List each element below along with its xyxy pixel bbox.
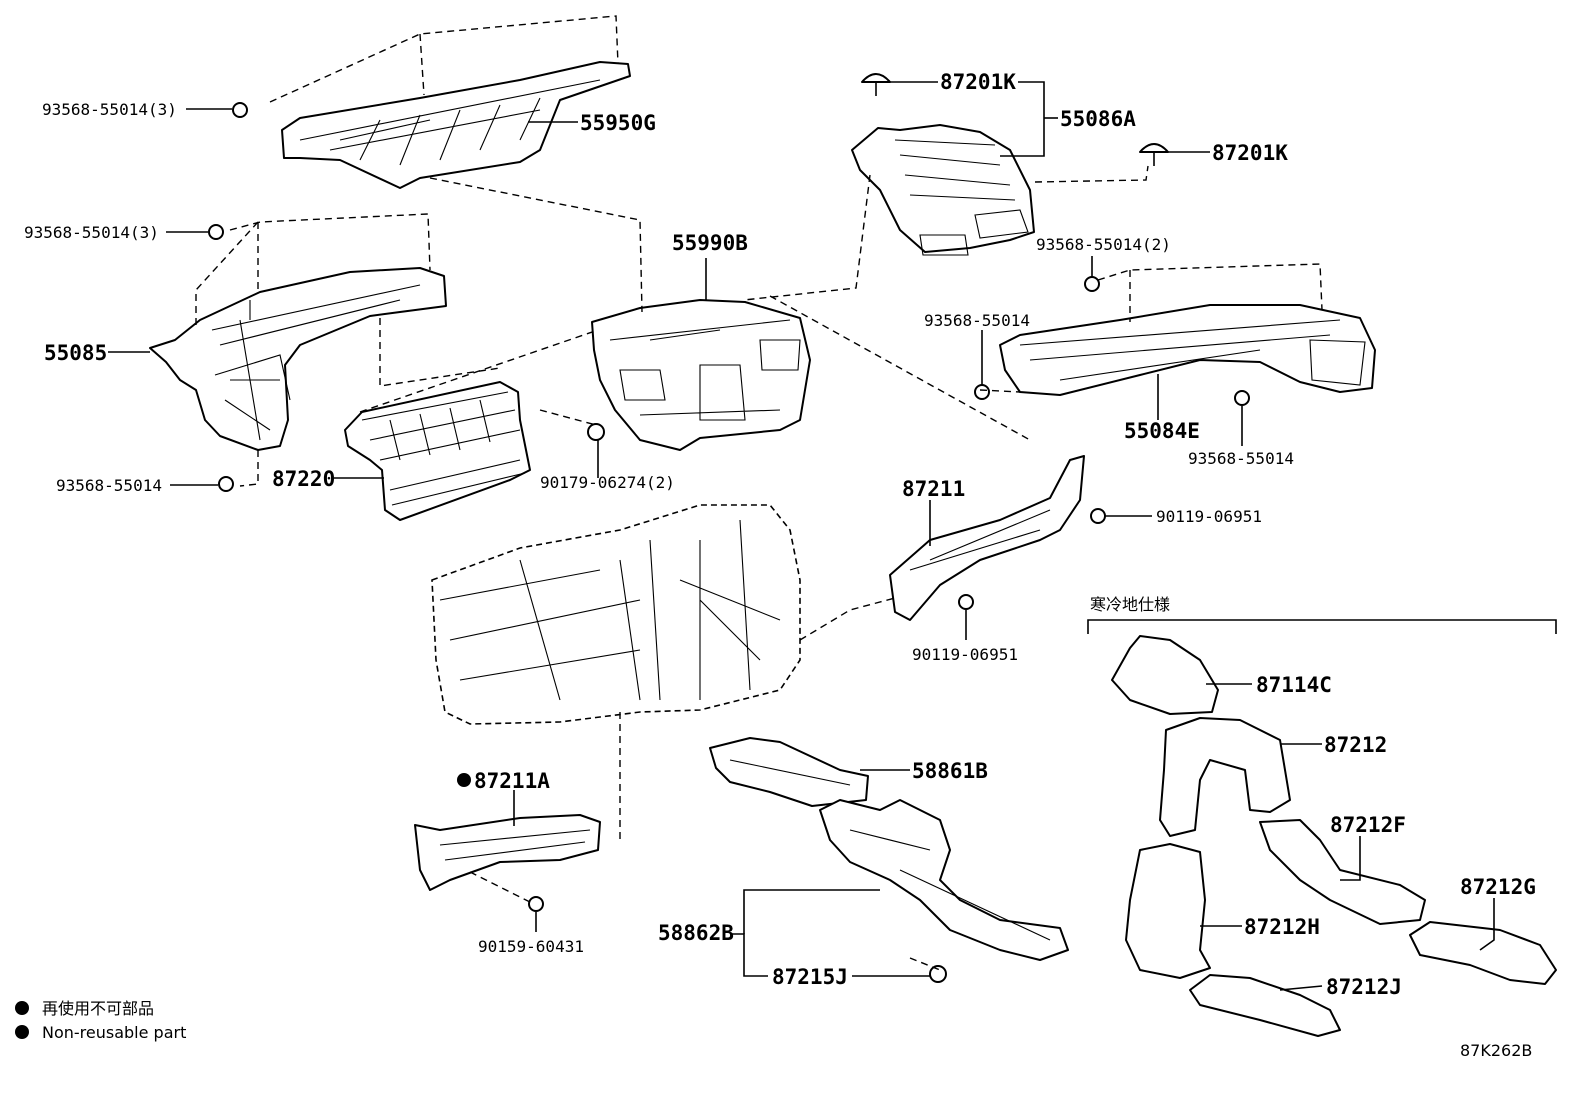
label-90119-06951-b: 90119-06951 (912, 645, 1018, 664)
assembly-lines (195, 15, 1323, 971)
label-93568-55014-3b: 93568-55014(3) (24, 223, 159, 242)
label-87220: 87220 (272, 467, 335, 491)
legend-dot-icon-en (15, 1025, 29, 1039)
label-87211: 87211 (902, 477, 965, 501)
part-58861B-shape (709, 737, 869, 807)
label-87215J: 87215J (772, 965, 848, 989)
legend-jp: 再使用不可部品 (42, 999, 154, 1018)
label-87212F: 87212F (1330, 813, 1406, 837)
label-93568-55014-a: 93568-55014 (56, 476, 162, 495)
part-87212J-shape (1189, 974, 1341, 1037)
part-58862B-shape (819, 799, 1069, 961)
label-87212J: 87212J (1326, 975, 1402, 999)
label-87212H: 87212H (1244, 915, 1320, 939)
label-55950G: 55950G (580, 111, 656, 135)
part-55086A-shape (851, 124, 1035, 256)
label-87212: 87212 (1324, 733, 1387, 757)
label-58861B: 58861B (912, 759, 988, 783)
part-87212F-shape (1259, 819, 1426, 925)
part-87114C-shape (1111, 635, 1219, 715)
part-55084E-shape (999, 304, 1376, 396)
label-90179-06274-2: 90179-06274(2) (540, 473, 675, 492)
leader-lines (108, 81, 1557, 991)
part-87212G-shape (1409, 921, 1557, 985)
part-87211-shape (889, 455, 1085, 621)
label-87201K-a: 87201K (940, 70, 1016, 94)
label-55990B: 55990B (672, 231, 748, 255)
label-58862B: 58862B (658, 921, 734, 945)
diagram-code: 87K262B (1460, 1041, 1532, 1060)
label-cold-spec: 寒冷地仕様 (1090, 595, 1170, 614)
label-87201K-b: 87201K (1212, 141, 1288, 165)
legend-dot-icon-jp (15, 1001, 29, 1015)
part-87211A-shape (414, 814, 601, 891)
label-90119-06951-a: 90119-06951 (1156, 507, 1262, 526)
label-87211A: 87211A (474, 769, 550, 793)
legend-en: Non-reusable part (42, 1023, 186, 1042)
part-55950G-shape (281, 61, 631, 189)
part-87220-shape (344, 381, 531, 521)
part-hvac-unit-shape (431, 504, 801, 725)
label-55085: 55085 (44, 341, 107, 365)
part-87212-shape (1159, 717, 1291, 837)
part-55990B-shape (591, 299, 811, 451)
fastener-icons (208, 73, 1250, 983)
label-90159-60431: 90159-60431 (478, 937, 584, 956)
part-87212H-shape (1125, 843, 1211, 979)
label-87212G: 87212G (1460, 875, 1536, 899)
label-87114C: 87114C (1256, 673, 1332, 697)
non-reusable-marker-icon (457, 773, 471, 787)
label-55084E: 55084E (1124, 419, 1200, 443)
part-55085-shape (149, 267, 447, 451)
label-93568-55014-2: 93568-55014(2) (1036, 235, 1171, 254)
label-55086A: 55086A (1060, 107, 1136, 131)
label-93568-55014-b: 93568-55014 (924, 311, 1030, 330)
label-93568-55014-c: 93568-55014 (1188, 449, 1294, 468)
label-93568-55014-3a: 93568-55014(3) (42, 100, 177, 119)
